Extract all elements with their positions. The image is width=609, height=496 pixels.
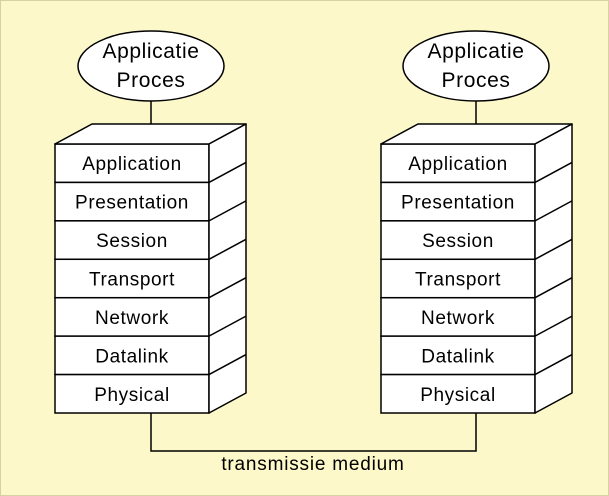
process-label-line-1: Applicatie [427,40,524,63]
layer-box-transport [380,258,536,299]
stack-side-dividers [534,161,573,376]
layer-label-datalink: Datalink [421,346,494,367]
layer-label-network: Network [421,308,495,329]
process-label-line-2: Proces [117,69,186,92]
layer-box-datalink [380,335,536,376]
layer-label-datalink: Datalink [95,346,168,367]
stack-side-face [534,123,573,414]
process-label-line-2: Proces [442,69,511,92]
layer-label-network: Network [95,308,169,329]
process-bubble [402,30,550,102]
layer-box-session [54,220,210,261]
stack-left: Applicatie Proces ApplicationPresentatio… [54,30,247,414]
side-divider-line [534,277,573,299]
layer-label-transport: Transport [89,270,175,291]
layer-stack: ApplicationPresentationSessionTransportN… [54,143,210,414]
side-divider-line [208,315,247,337]
layer-stack: ApplicationPresentationSessionTransportN… [380,143,536,414]
layer-box-application [380,143,536,184]
layer-box-session [380,220,536,261]
layer-label-application: Application [82,154,182,175]
layer-box-physical [54,373,210,414]
stack-right: Applicatie Proces ApplicationPresentatio… [380,30,573,414]
layer-box-presentation [380,181,536,222]
layer-label-transport: Transport [415,270,501,291]
side-divider-line [208,353,247,376]
side-divider-line [534,238,573,260]
side-divider-line [208,161,247,184]
stack-side-face [208,123,247,414]
process-bubble [77,30,225,102]
layer-box-application [54,143,210,184]
stack-side-dividers [208,161,247,376]
transmission-medium-label: transmissie medium [221,454,404,475]
side-divider-line [534,200,573,222]
layer-label-session: Session [96,231,168,252]
layer-label-application: Application [408,154,508,175]
side-divider-line [534,161,573,184]
side-divider-line [208,277,247,299]
layer-label-session: Session [422,231,494,252]
side-divider-line [208,200,247,222]
transmission-medium-line [150,413,477,452]
layer-label-presentation: Presentation [401,193,515,214]
layer-label-presentation: Presentation [75,193,189,214]
layer-label-physical: Physical [420,385,496,406]
side-divider-line [208,238,247,260]
layer-label-physical: Physical [94,385,170,406]
layer-box-network [54,296,210,337]
layer-box-transport [54,258,210,299]
side-divider-line [534,353,573,376]
side-divider-line [534,315,573,337]
process-label-line-1: Applicatie [102,40,199,63]
